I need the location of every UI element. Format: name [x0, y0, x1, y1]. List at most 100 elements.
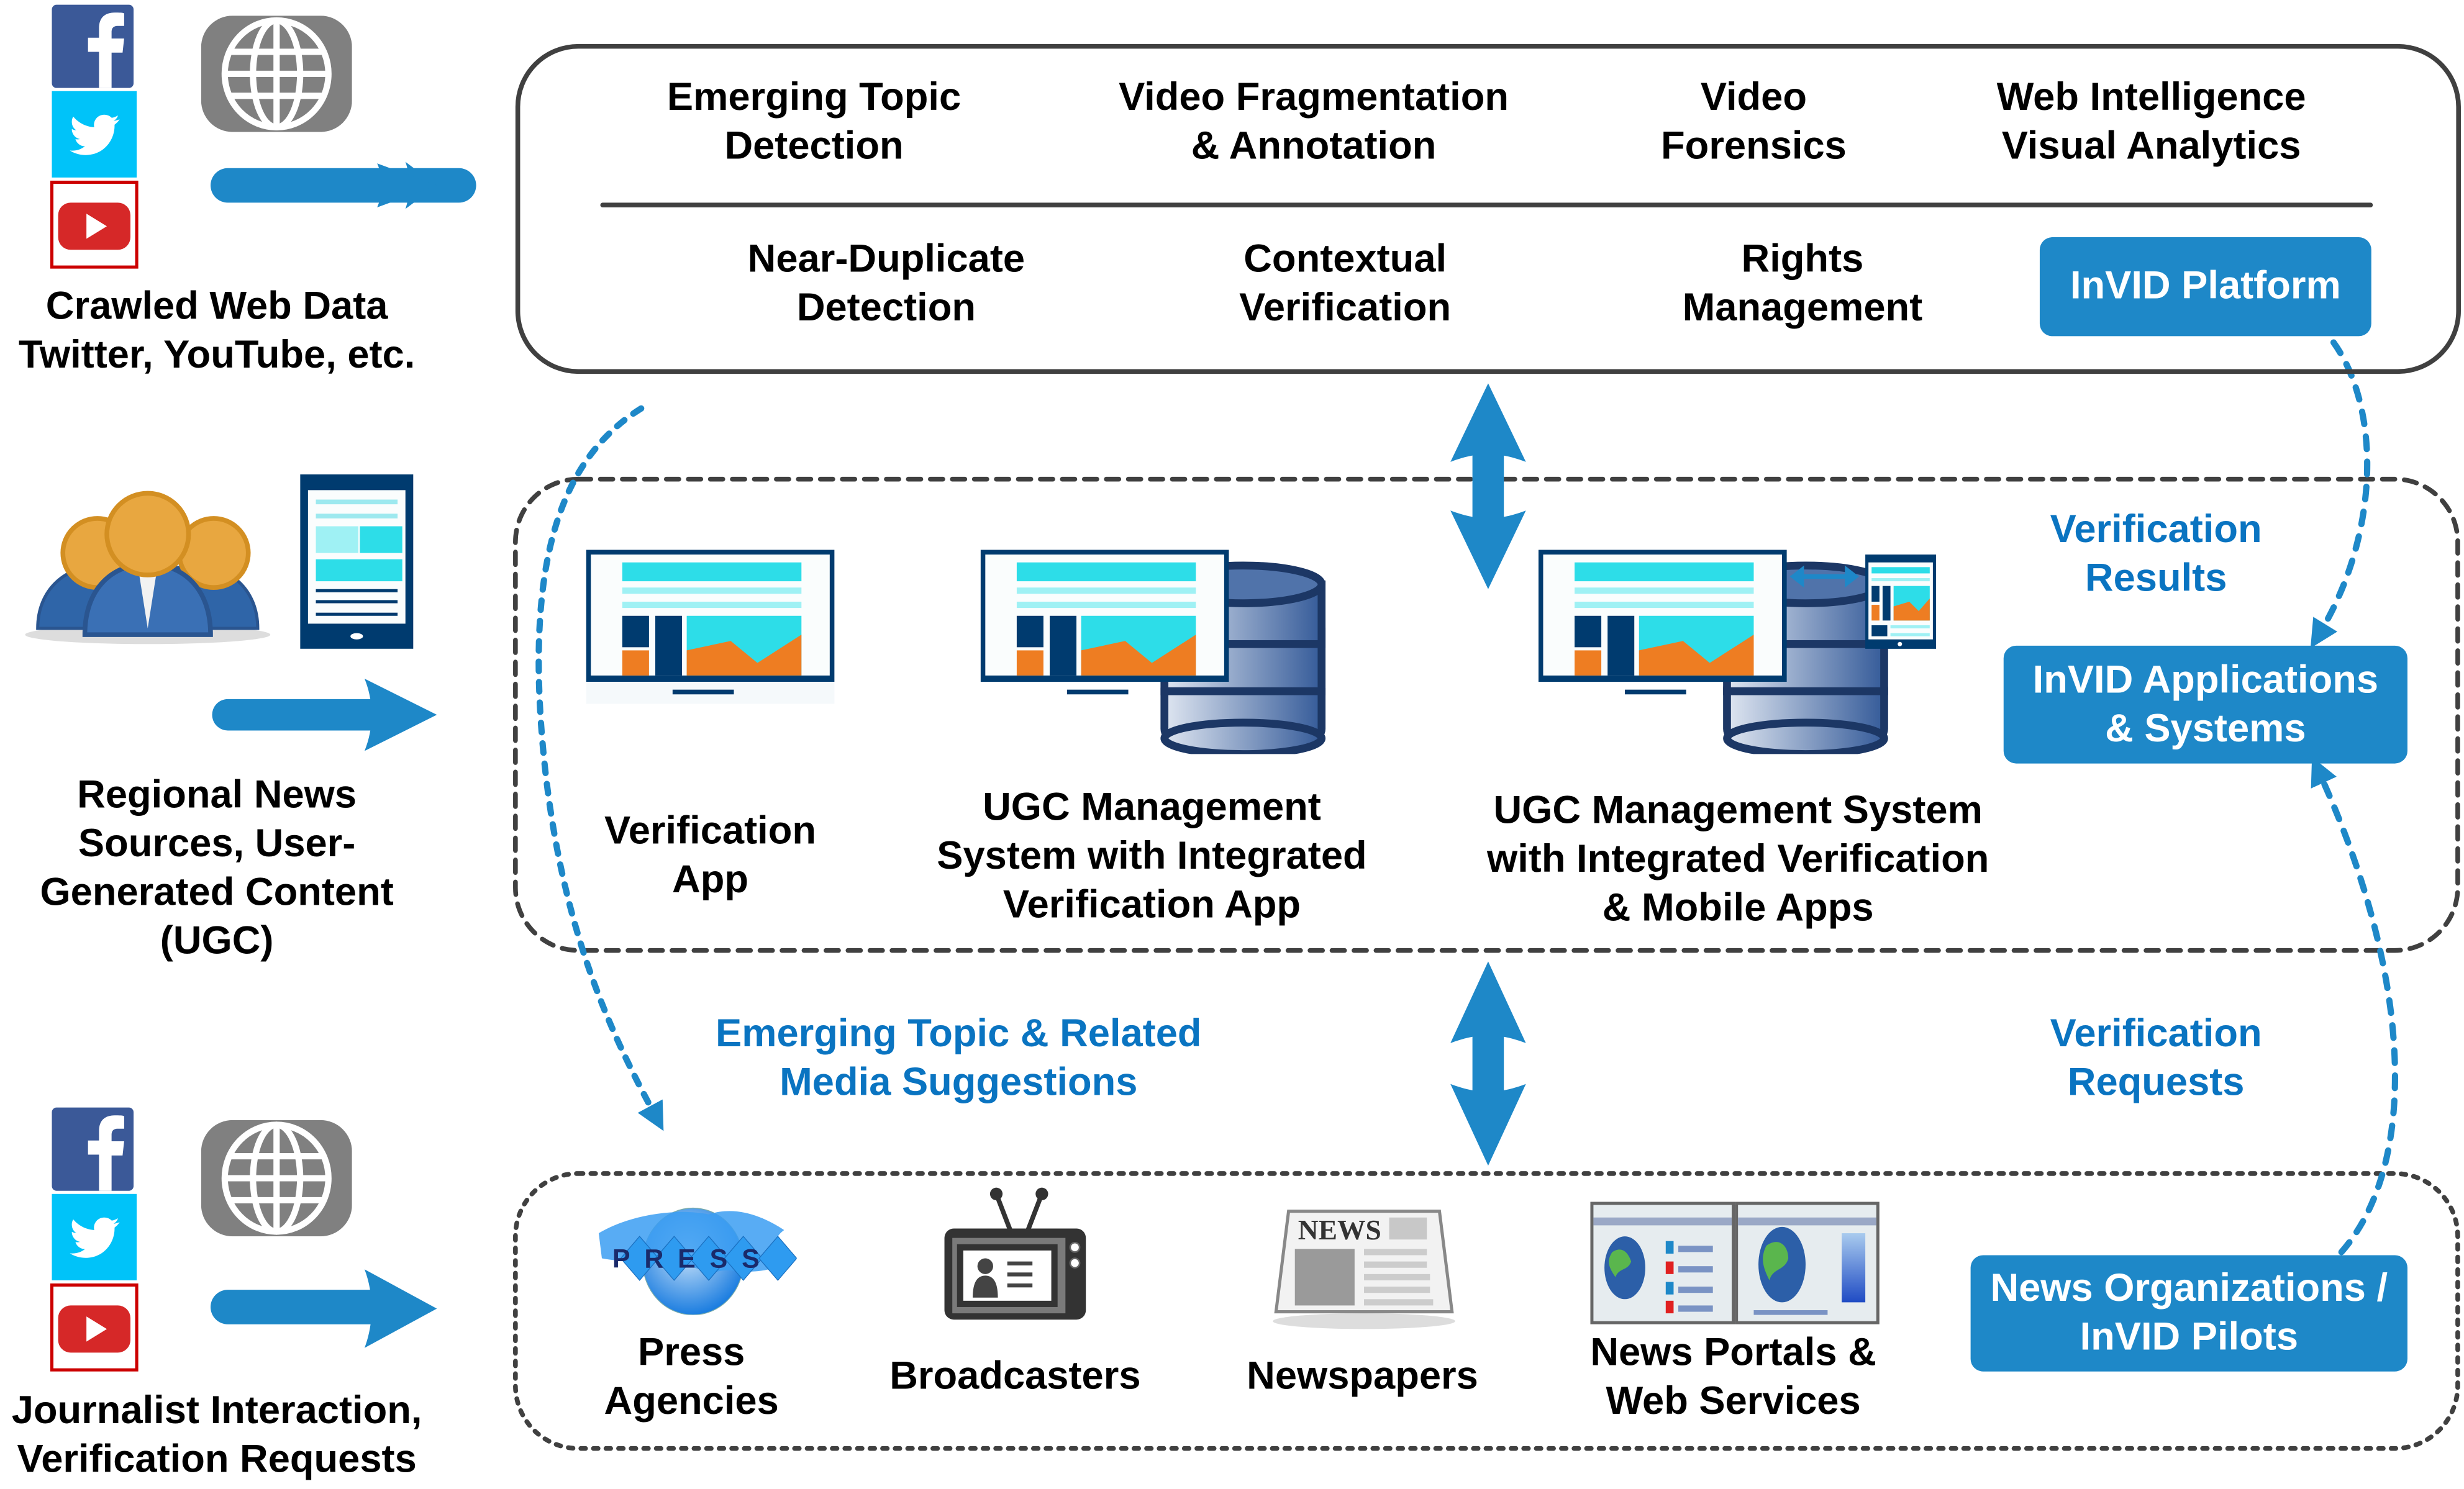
- label-line: Journalist Interaction,: [11, 1388, 422, 1433]
- label-line: Near-Duplicate: [747, 237, 1025, 281]
- label-line: Visual Analytics: [2001, 124, 2301, 168]
- invid-platform-badge: InVID Platform: [2039, 237, 2371, 337]
- module-near-duplicate-detection: Near-Duplicate Detection: [714, 236, 1060, 333]
- label-line: System with Integrated: [937, 834, 1367, 879]
- twitter-icon: [52, 1193, 137, 1280]
- label-line: Agencies: [604, 1379, 779, 1424]
- label-line: Crawled Web Data: [45, 284, 388, 328]
- label-line: & Mobile Apps: [1602, 885, 1874, 930]
- press-logo-text: PRESS: [612, 1244, 774, 1274]
- verification-requests-label: Verification Requests: [2014, 1010, 2297, 1108]
- verification-results-label: Verification Results: [2014, 506, 2297, 604]
- youtube-icon: [50, 180, 139, 269]
- module-contextual-verification: Contextual Verification: [1188, 236, 1502, 333]
- label-line: News Portals &: [1590, 1330, 1876, 1375]
- org-newspapers-label: Newspapers: [1225, 1352, 1499, 1401]
- label-line: Forensics: [1661, 124, 1847, 168]
- module-rights-management: Rights Management: [1660, 236, 1945, 333]
- arrow-right-icon: [212, 678, 437, 751]
- tablet-icon: [300, 474, 414, 649]
- badge-label: InVID Applications: [2032, 657, 2379, 702]
- module-web-intelligence: Web Intelligence Visual Analytics: [1968, 74, 2335, 171]
- news-portal-icon: [1590, 1202, 1880, 1324]
- app-verification-app-label: Verification App: [569, 807, 852, 905]
- app-ugc-mobile-label: UGC Management System with Integrated Ve…: [1455, 787, 2021, 933]
- badge-label: & Systems: [2105, 706, 2306, 751]
- label-line: Video: [1700, 75, 1807, 120]
- label-line: UGC Management System: [1493, 789, 1983, 833]
- tv-broadcaster-icon: [941, 1182, 1089, 1323]
- module-video-fragmentation: Video Fragmentation & Annotation: [1094, 74, 1534, 171]
- emerging-topic-suggestions-label: Emerging Topic & Related Media Suggestio…: [676, 1010, 1242, 1108]
- monitor-app-icon: [586, 550, 835, 704]
- org-press-agencies-label: Press Agencies: [566, 1329, 817, 1426]
- label-line: Regional News: [77, 772, 357, 817]
- module-emerging-topic-detection: Emerging Topic Detection: [629, 74, 999, 171]
- monitor-database-mobile-icon: [1538, 550, 1941, 758]
- label-line: Broadcasters: [889, 1354, 1141, 1398]
- label-line: Video Fragmentation: [1119, 75, 1509, 120]
- label-line: Detection: [796, 286, 976, 330]
- label-line: Results: [2084, 556, 2227, 600]
- regional-news-label: Regional News Sources, User- Generated C…: [0, 771, 434, 966]
- results-flow-curve: [2310, 339, 2371, 649]
- label-line: Press: [638, 1330, 745, 1375]
- web-globe-icon: [201, 1120, 352, 1237]
- web-globe-icon: [201, 16, 352, 132]
- label-line: Detection: [724, 124, 904, 168]
- label-line: Verification: [2050, 507, 2262, 552]
- double-arrow-icon: [1450, 383, 1526, 589]
- press-agency-globe-icon: PRESS: [589, 1202, 798, 1316]
- label-line: Verification: [1239, 286, 1452, 330]
- label-line: Emerging Topic: [666, 75, 962, 120]
- label-line: Rights: [1741, 237, 1864, 281]
- app-ugc-management-label: UGC Management System with Integrated Ve…: [908, 784, 1395, 930]
- double-arrow-icon: [1450, 961, 1526, 1166]
- label-line: with Integrated Verification: [1487, 837, 1989, 882]
- requests-flow-curve: [2311, 757, 2398, 1256]
- label-line: Verification: [2050, 1012, 2262, 1056]
- news-organizations-badge: News Organizations / InVID Pilots: [1970, 1255, 2407, 1372]
- label-line: Web Intelligence: [1996, 75, 2306, 120]
- label-line: App: [672, 858, 749, 902]
- crawled-web-data-label: Crawled Web Data Twitter, YouTube, etc.: [0, 283, 434, 380]
- label-line: Requests: [2067, 1060, 2245, 1105]
- suggestions-flow-curve: [535, 405, 664, 1131]
- label-line: Verification App: [1002, 882, 1301, 927]
- label-line: Generated Content: [40, 870, 394, 915]
- org-broadcasters-label: Broadcasters: [868, 1352, 1163, 1401]
- badge-label: InVID Pilots: [2080, 1315, 2299, 1359]
- newspaper-icon: NEWS: [1266, 1205, 1462, 1331]
- label-line: UGC Management: [983, 785, 1321, 830]
- youtube-icon: [50, 1283, 139, 1372]
- label-line: & Annotation: [1191, 124, 1437, 168]
- org-news-portals-label: News Portals & Web Services: [1565, 1329, 1901, 1426]
- label-line: Emerging Topic & Related: [716, 1012, 1202, 1056]
- label-line: (UGC): [160, 919, 274, 963]
- monitor-database-icon: [980, 550, 1327, 758]
- module-video-forensics: Video Forensics: [1628, 74, 1880, 171]
- arrow-right-icon: [211, 1269, 437, 1348]
- label-line: Web Services: [1606, 1379, 1861, 1424]
- newspaper-masthead-text: NEWS: [1298, 1214, 1381, 1246]
- badge-label: News Organizations /: [1990, 1266, 2388, 1311]
- platform-box: [515, 43, 2461, 374]
- users-group-icon: [22, 490, 273, 647]
- platform-divider: [600, 202, 2373, 207]
- arrow-right-icon: [211, 161, 476, 209]
- label-line: Media Suggestions: [780, 1060, 1138, 1105]
- label-line: Management: [1682, 286, 1923, 330]
- invid-applications-badge: InVID Applications & Systems: [2003, 645, 2407, 764]
- twitter-icon: [52, 91, 137, 178]
- label-line: Verification Requests: [17, 1437, 417, 1482]
- label-line: Newspapers: [1247, 1354, 1478, 1398]
- facebook-icon: [52, 4, 134, 89]
- label-line: Contextual: [1243, 237, 1447, 281]
- label-line: Sources, User-: [78, 821, 356, 866]
- badge-label: InVID Platform: [2070, 264, 2341, 308]
- label-line: Twitter, YouTube, etc.: [18, 333, 416, 378]
- facebook-icon: [52, 1107, 134, 1192]
- label-line: Verification: [604, 808, 817, 853]
- journalist-interaction-label: Journalist Interaction, Verification Req…: [0, 1387, 434, 1485]
